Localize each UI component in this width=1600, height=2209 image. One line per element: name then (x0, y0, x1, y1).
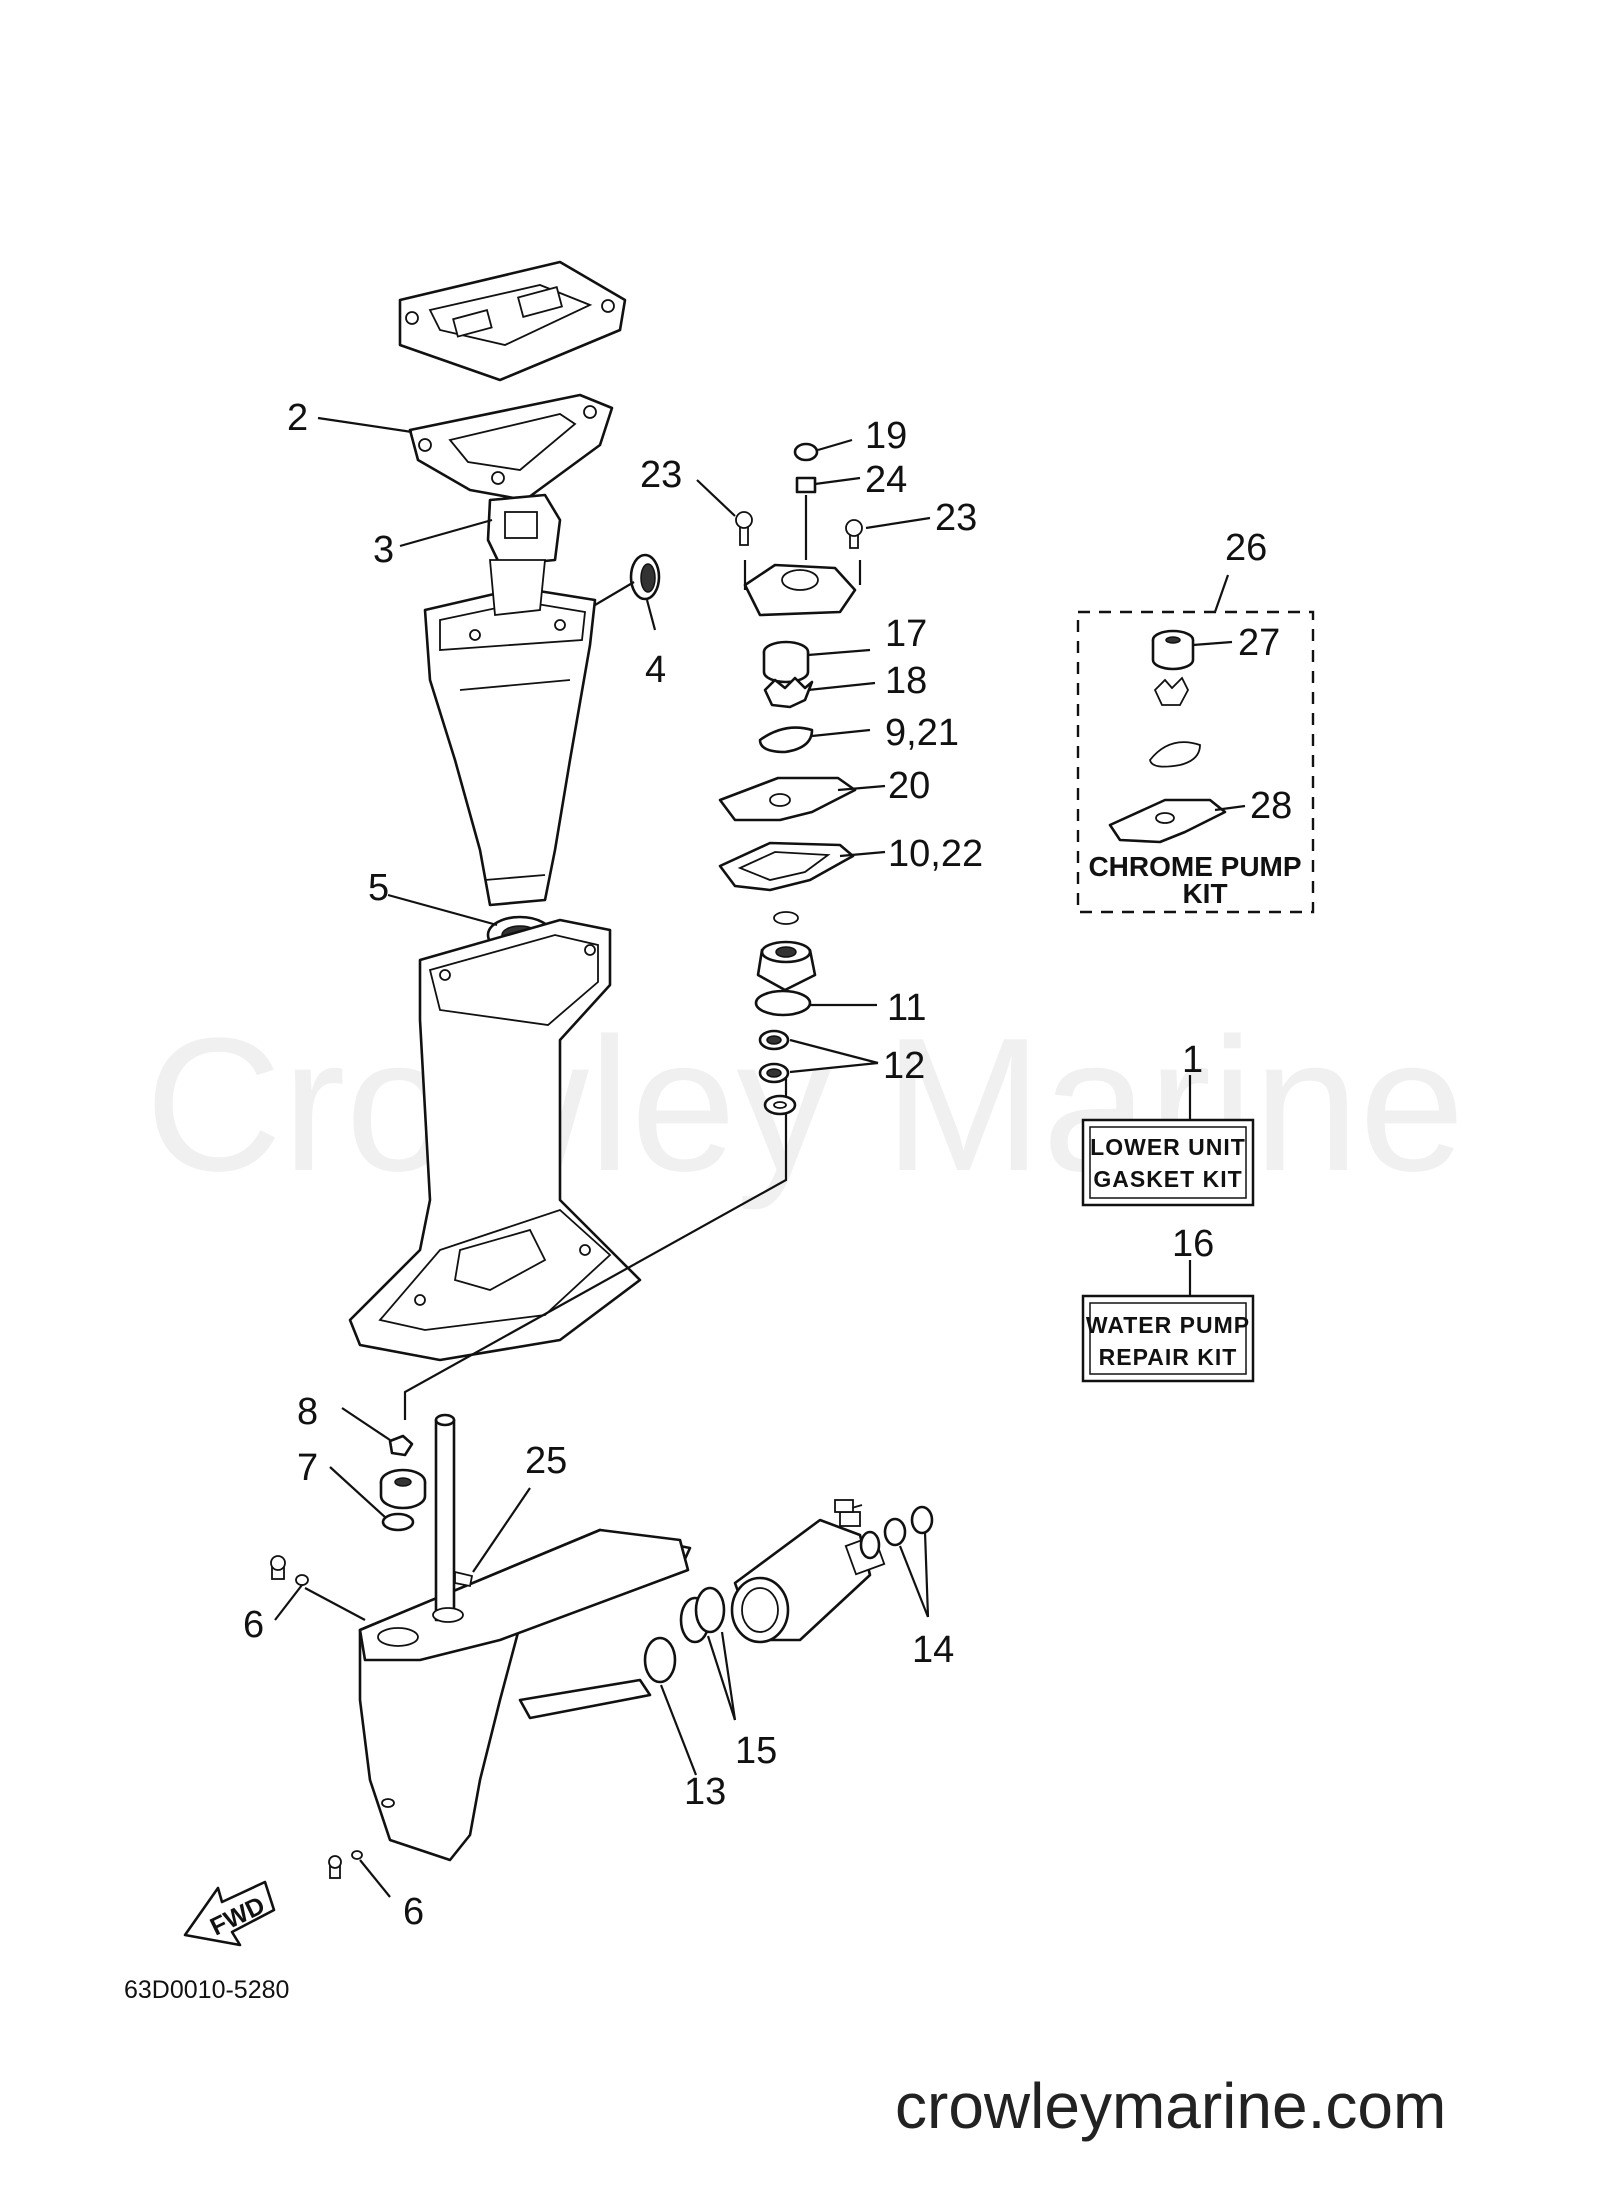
chrome-pump-kit-line1: CHROME PUMP (1088, 851, 1301, 882)
watermark: Crowley Marine (145, 999, 1465, 1211)
callout-20: 20 (888, 765, 930, 807)
screw-6-upper (270, 1555, 366, 1621)
upper-case-plate (398, 260, 627, 382)
clip-25 (454, 1487, 531, 1588)
chrome-pump-kit-line2: KIT (1182, 878, 1227, 909)
callout-27: 27 (1238, 622, 1280, 664)
callout-18: 18 (885, 660, 927, 702)
water-pump-repair-kit-box: WATER PUMP REPAIR KIT (1081, 1260, 1255, 1383)
exhaust-guide-3 (486, 493, 562, 567)
callout-25: 25 (525, 1440, 567, 1482)
callout-10-22: 10,22 (888, 833, 983, 875)
callout-7: 7 (297, 1447, 318, 1489)
lower-unit-kit-line2: GASKET KIT (1093, 1166, 1242, 1192)
water-pump-kit-line1: WATER PUMP (1086, 1312, 1250, 1338)
callout-6-lower: 6 (403, 1891, 424, 1933)
forward-arrow-icon: FWD (183, 1880, 276, 1947)
screw-6-lower (328, 1850, 391, 1898)
drive-shaft-housing (348, 918, 642, 1362)
lower-unit-gearcase (358, 1413, 692, 1862)
callout-9-21: 9,21 (885, 712, 959, 754)
callout-23-left: 23 (640, 454, 682, 496)
callout-8: 8 (297, 1391, 318, 1433)
callout-26: 26 (1225, 527, 1267, 569)
callout-23-right: 23 (935, 497, 977, 539)
parts-7-8 (329, 1407, 427, 1532)
chrome-pump-kit-box: CHROME PUMP KIT (1076, 574, 1315, 914)
water-pump-parts (696, 438, 931, 1116)
callout-1: 1 (1182, 1039, 1203, 1081)
callout-16: 16 (1172, 1223, 1214, 1265)
callout-2: 2 (287, 397, 308, 439)
bearing-housing-14 (730, 1499, 934, 1644)
upper-casing (423, 559, 597, 907)
orings-13-15 (643, 1586, 737, 1776)
callout-13: 13 (684, 1771, 726, 1813)
callout-6-upper: 6 (243, 1604, 264, 1646)
website-link[interactable]: crowleymarine.com (895, 2070, 1446, 2142)
callout-11: 11 (887, 987, 926, 1029)
callout-17: 17 (885, 613, 927, 655)
lower-unit-gasket-kit-box: LOWER UNIT GASKET KIT (1081, 1075, 1255, 1207)
callout-12: 12 (883, 1045, 925, 1087)
callout-24: 24 (865, 459, 907, 501)
callout-5: 5 (368, 867, 389, 909)
callout-15: 15 (735, 1730, 777, 1772)
seal-4 (629, 553, 661, 601)
callout-4: 4 (645, 649, 666, 691)
callout-14: 14 (912, 1629, 954, 1671)
diagram-code: 63D0010-5280 (124, 1976, 289, 2004)
water-pump-kit-line2: REPAIR KIT (1099, 1344, 1238, 1370)
lower-unit-kit-line1: LOWER UNIT (1090, 1134, 1246, 1160)
callout-3: 3 (373, 529, 394, 571)
callout-28: 28 (1250, 785, 1292, 827)
callout-19: 19 (865, 415, 907, 457)
gasket-2 (408, 393, 614, 502)
